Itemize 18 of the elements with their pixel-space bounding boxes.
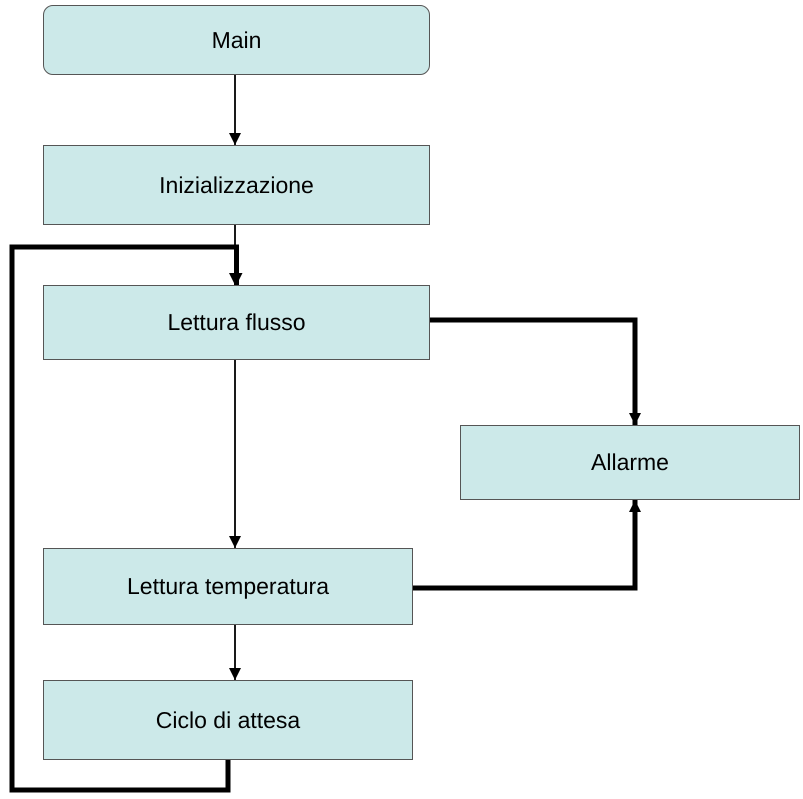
process-box — [460, 425, 800, 500]
node-label: Allarme — [591, 449, 669, 476]
process-box — [43, 548, 413, 625]
arrow — [229, 625, 241, 680]
process-box — [43, 285, 430, 360]
arrow — [229, 360, 241, 548]
arrow — [229, 75, 241, 145]
arrow — [413, 500, 641, 590]
arrow — [10, 244, 242, 792]
terminal-box — [43, 5, 430, 75]
node-label: Lettura flusso — [167, 309, 306, 336]
node-label: Main — [212, 26, 262, 54]
process-box — [43, 680, 413, 760]
arrow — [430, 318, 641, 425]
node-label: Inizializzazione — [159, 172, 314, 198]
process-box — [43, 145, 430, 225]
node-label: Ciclo di attesa — [156, 706, 300, 734]
node-label: Lettura temperatura — [126, 573, 329, 600]
